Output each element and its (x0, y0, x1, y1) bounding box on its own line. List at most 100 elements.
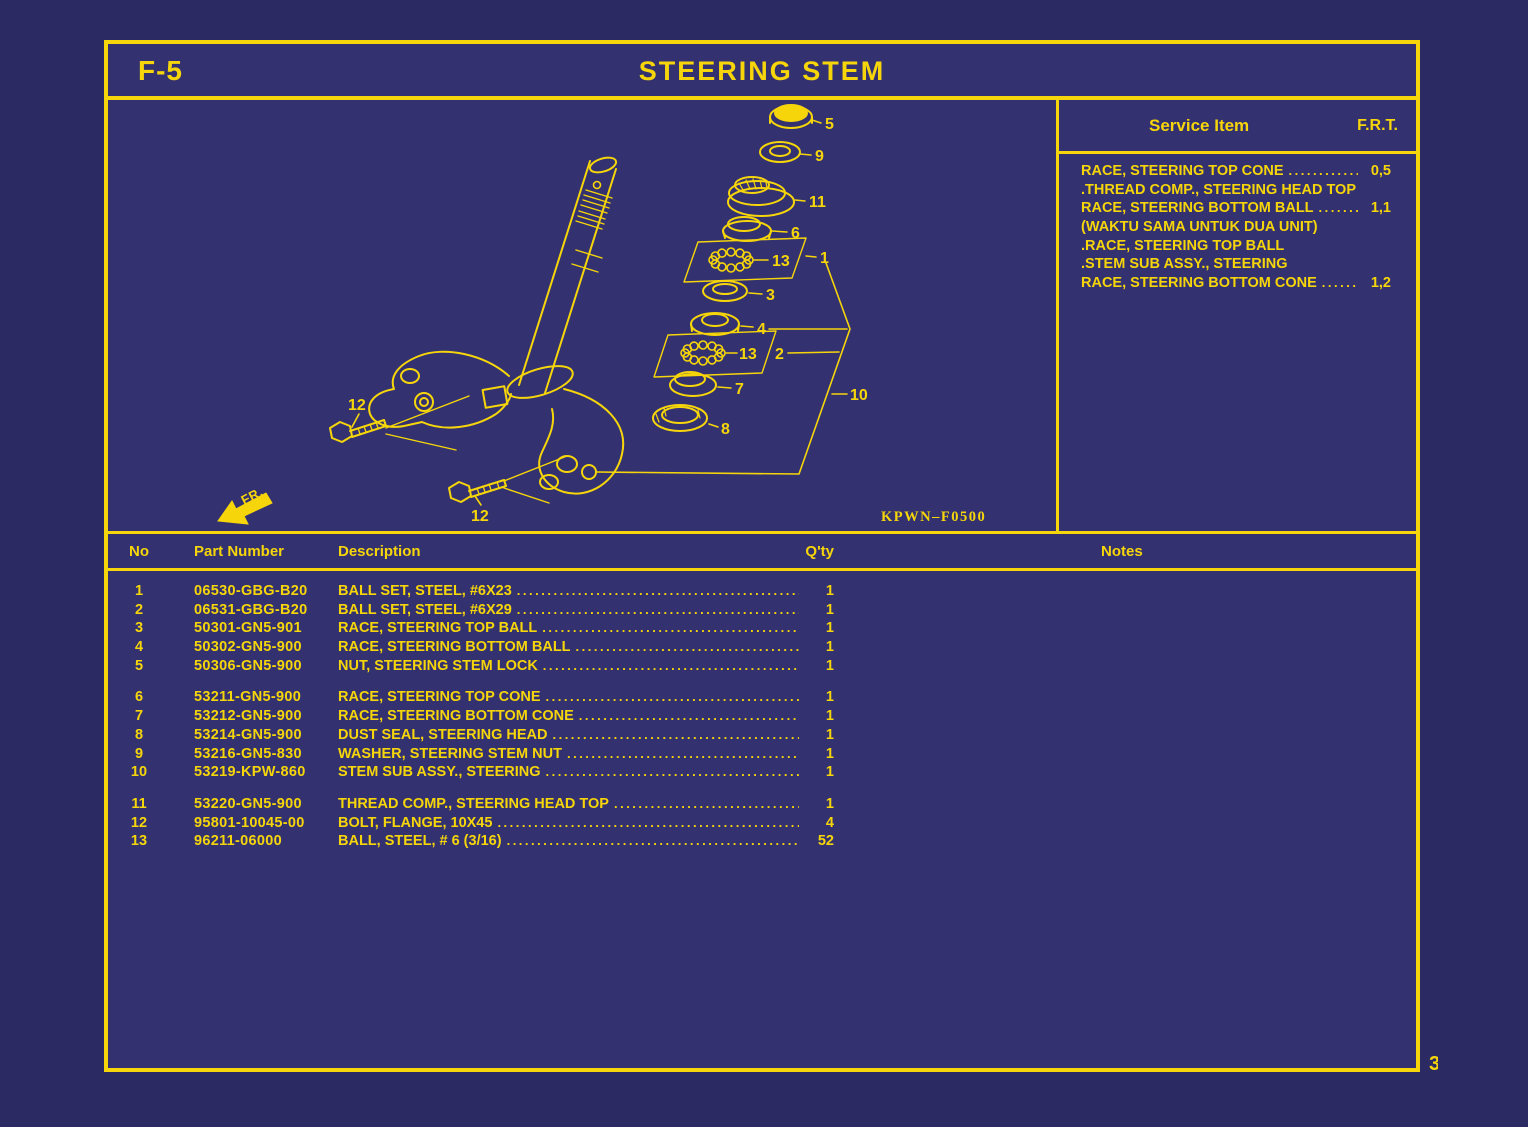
row-description: NUT, STEERING STEM LOCK (338, 657, 538, 674)
table-row: 1 06530-GBG-B20 BALL SET, STEEL, #6X23 1 (108, 583, 1416, 602)
row-description: BALL, STEEL, # 6 (3/16) (338, 833, 502, 850)
row-qty: 1 (825, 639, 834, 656)
part-stem-bracket (368, 350, 625, 504)
row-description-block: NUT, STEERING STEM LOCK1 (338, 658, 834, 674)
callout-7: 7 (735, 381, 744, 398)
header-no: No (129, 542, 149, 560)
row-qty: 1 (825, 745, 834, 762)
table-row: 3 50301-GN5-901 RACE, STEERING TOP BALL1 (108, 620, 1416, 639)
row-description: WASHER, STEERING STEM NUT (338, 745, 562, 762)
fr-arrow: FR. (217, 484, 273, 525)
row-qty: 1 (825, 620, 834, 637)
service-item-list: RACE, STEERING TOP CONE 0,5 .THREAD COMP.,… (1059, 154, 1416, 294)
row-part-number: 53219-KPW-860 (194, 764, 306, 781)
diagram-area: 5 9 11 6 13 1 3 4 13 2 7 8 10 12 12 FR. (108, 100, 1056, 531)
service-panel-header: Service Item F.R.T. (1059, 100, 1416, 154)
table-group: 1 06530-GBG-B20 BALL SET, STEEL, #6X23 12 06… (108, 583, 1416, 676)
row-qty: 4 (825, 814, 834, 831)
service-row-text: RACE, STEERING BOTTOM BALL (1081, 200, 1314, 217)
callout-lines (351, 119, 851, 506)
row-part-number: 50306-GN5-900 (194, 657, 302, 674)
part-3-race-top-ball (702, 280, 748, 302)
row-description: BALL SET, STEEL, #6X29 (338, 601, 512, 618)
service-row-text: .RACE, STEERING TOP BALL (1081, 237, 1285, 254)
row-description: RACE, STEERING TOP CONE (338, 689, 541, 706)
row-part-number: 96211-06000 (194, 833, 282, 850)
part-6-race-top-cone (722, 216, 772, 242)
part-bolt-left (329, 419, 387, 443)
dot-leader (507, 833, 799, 849)
row-description-block: RACE, STEERING BOTTOM CONE1 (338, 708, 834, 724)
part-bolt-right (448, 479, 507, 503)
service-row: RACE, STEERING BOTTOM CONE1,2 (1081, 275, 1391, 294)
service-item-heading: Service Item (1149, 115, 1250, 135)
row-description: RACE, STEERING BOTTOM CONE (338, 708, 574, 725)
part-13-ball-set-lower (653, 330, 777, 378)
table-body: 1 06530-GBG-B20 BALL SET, STEEL, #6X23 12 06… (108, 571, 1416, 1068)
parts-table-header: No Part Number Description Q'ty Notes (108, 531, 1416, 571)
service-row: (WAKTU SAMA UNTUK DUA UNIT) (1081, 219, 1391, 238)
dot-leader (1322, 275, 1358, 291)
row-part-number: 53211-GN5-900 (194, 689, 302, 706)
row-part-number: 53216-GN5-830 (194, 745, 302, 762)
callout-12-right: 12 (471, 508, 489, 525)
service-row-frt-value: 1,1 (1370, 200, 1391, 217)
dot-leader (552, 727, 799, 743)
row-qty: 1 (825, 583, 834, 599)
row-no: 11 (131, 795, 147, 812)
dot-leader (567, 746, 799, 762)
dot-leader (543, 658, 799, 674)
page-title: STEERING STEM (638, 56, 886, 86)
header-part-number: Part Number (194, 542, 285, 560)
part-7-race-bottom-cone (669, 371, 717, 397)
row-no: 10 (130, 764, 148, 781)
dot-leader (546, 764, 800, 780)
dot-leader (517, 602, 799, 618)
row-qty: 1 (825, 689, 834, 706)
row-part-number: 53212-GN5-900 (194, 708, 302, 725)
callout-4: 4 (757, 321, 766, 338)
row-no: 2 (134, 601, 144, 618)
callout-8: 8 (721, 421, 730, 438)
service-row: RACE, STEERING TOP CONE 0,5 (1081, 163, 1391, 182)
edge-page-glyph: 3 (1429, 1053, 1438, 1077)
service-row-text: RACE, STEERING TOP CONE (1081, 163, 1284, 179)
service-row-text: .THREAD COMP., STEERING HEAD TOP (1081, 181, 1356, 198)
callout-12-left: 12 (348, 397, 366, 414)
row-part-number: 50302-GN5-900 (194, 639, 302, 656)
row-description-block: RACE, STEERING TOP BALL1 (338, 620, 834, 636)
row-description: BALL SET, STEEL, #6X23 (338, 583, 512, 599)
service-row: RACE, STEERING BOTTOM BALL 1,1 (1081, 200, 1391, 219)
exploded-diagram: 5 9 11 6 13 1 3 4 13 2 7 8 10 12 12 FR. (217, 104, 985, 525)
row-no: 4 (134, 639, 144, 656)
row-description-block: RACE, STEERING TOP CONE 1 (338, 689, 834, 705)
page-frame: F-5 STEERING STEM (104, 40, 1420, 1072)
header-description: Description (338, 542, 421, 560)
row-qty: 1 (825, 795, 834, 812)
row-qty: 1 (825, 601, 834, 618)
row-no: 3 (134, 620, 144, 637)
callout-5: 5 (825, 116, 834, 133)
row-description: RACE, STEERING BOTTOM BALL (338, 639, 571, 656)
callout-6: 6 (791, 225, 800, 242)
row-description: THREAD COMP., STEERING HEAD TOP (338, 795, 609, 812)
callout-13a: 13 (772, 253, 790, 270)
dot-leader (614, 796, 799, 812)
dot-leader (1289, 163, 1359, 179)
row-part-number: 50301-GN5-901 (194, 620, 302, 637)
service-row-frt-value: 0,5 (1370, 163, 1391, 179)
row-no: 8 (134, 726, 144, 743)
service-row-text: RACE, STEERING BOTTOM CONE (1081, 275, 1317, 292)
row-no: 1 (134, 583, 144, 599)
callout-1: 1 (820, 250, 829, 267)
row-part-number: 06530-GBG-B20 (194, 583, 308, 599)
service-row: .STEM SUB ASSY., STEERING (1081, 256, 1391, 275)
header-description-block: Description Q'ty (338, 543, 834, 560)
dot-leader (579, 708, 799, 724)
